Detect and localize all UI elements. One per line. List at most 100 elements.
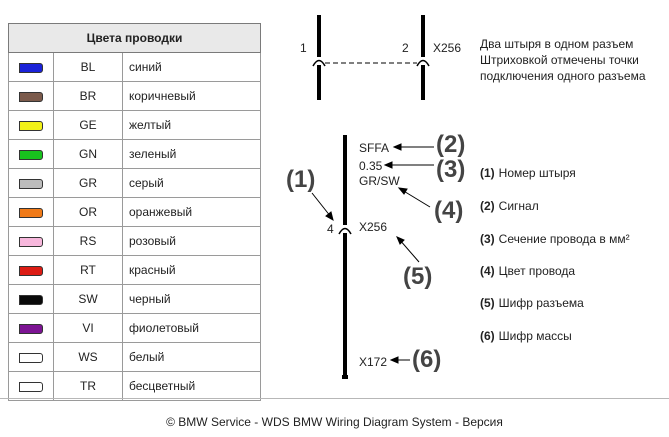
key-num-1: (1) [480, 166, 495, 180]
legend-color-name: розовый [122, 226, 261, 256]
wire-connector-label: X256 [359, 220, 387, 234]
legend-swatch-cell [8, 255, 54, 285]
ground-terminal [342, 375, 348, 379]
legend-code: RS [53, 226, 123, 256]
connector-note-2: Штриховкой отмечены точки [480, 53, 639, 67]
legend-code: BR [53, 81, 123, 111]
callout-2: (2) [436, 131, 465, 158]
pin-2-arc [416, 59, 430, 67]
legend-code: BL [53, 52, 123, 82]
connector-note-1: Два штыря в одном разъем [480, 37, 633, 51]
legend-color-name: черный [122, 284, 261, 314]
key-text-3: Сечение провода в мм² [499, 232, 630, 246]
key-item-4: (4) Цвет провода [480, 264, 575, 278]
wire-pin-arc [338, 227, 352, 235]
connector-note-3: подключения одного разъема [480, 69, 646, 83]
key-text-1: Номер штыря [499, 166, 576, 180]
callout-4: (4) [434, 197, 463, 224]
callout-3: (3) [436, 156, 465, 183]
wire-color-swatch-icon [19, 323, 43, 334]
diagram-key: (1) Номер штыря (2) Сигнал (3) Сечение пров… [480, 166, 630, 343]
wire-example: SFFA 0.35 GR/SW 4 X256 X172 (1) (2) (3) … [286, 131, 465, 379]
key-num-3: (3) [480, 232, 495, 246]
key-num-5: (5) [480, 296, 495, 310]
legend-code: SW [53, 284, 123, 314]
legend-swatch-cell [8, 284, 54, 314]
callout-1: (1) [286, 166, 315, 193]
key-item-6: (6) Шифр массы [480, 329, 572, 343]
legend-code: GE [53, 110, 123, 140]
legend-color-name: серый [122, 168, 261, 198]
legend-swatch-cell [8, 371, 54, 401]
connector-label: X256 [433, 41, 461, 55]
key-num-6: (6) [480, 329, 495, 343]
color-code-label: GR/SW [359, 174, 400, 188]
footer-divider [0, 398, 669, 399]
key-num-4: (4) [480, 264, 495, 278]
legend-color-name: желтый [122, 110, 261, 140]
pin-right-label: 2 [402, 41, 409, 55]
wire-color-swatch-icon [19, 178, 43, 189]
legend-color-name: белый [122, 342, 261, 372]
legend-swatch-cell [8, 197, 54, 227]
arrow-1 [311, 192, 332, 218]
key-text-5: Шифр разъема [499, 296, 584, 310]
arrow-5 [398, 238, 420, 263]
arrow-4 [401, 189, 431, 208]
connector-example: 1 2 X256 Два штыря в одном разъем Штрихо… [300, 15, 646, 100]
wire-color-swatch-icon [19, 352, 43, 363]
wire-color-swatch-icon [19, 381, 43, 392]
wire-color-swatch-icon [19, 236, 43, 247]
key-item-1: (1) Номер штыря [480, 166, 576, 180]
legend-color-name: фиолетовый [122, 313, 261, 343]
pin-number-label: 4 [327, 222, 334, 236]
wire-color-swatch-icon [19, 62, 43, 73]
legend-code: VI [53, 313, 123, 343]
legend-color-name: красный [122, 255, 261, 285]
wire-color-swatch-icon [19, 120, 43, 131]
arrowhead-3 [383, 161, 393, 169]
callout-6: (6) [412, 346, 441, 373]
callout-5: (5) [403, 263, 432, 290]
legend-color-name: оранжевый [122, 197, 261, 227]
legend-color-name: бесцветный [122, 371, 261, 401]
key-text-6: Шифр массы [499, 329, 572, 343]
ground-label: X172 [359, 355, 387, 369]
legend-code: GR [53, 168, 123, 198]
wire-color-swatch-icon [19, 294, 43, 305]
signal-label: SFFA [359, 141, 389, 155]
wire-color-swatch-icon [19, 149, 43, 160]
arrowhead-1 [325, 211, 334, 222]
wire-color-swatch-icon [19, 207, 43, 218]
key-item-2: (2) Сигнал [480, 199, 539, 213]
key-text-2: Сигнал [499, 199, 539, 213]
arrowhead-5 [396, 236, 405, 245]
pin-1-arc [312, 59, 326, 67]
wire-color-swatch-icon [19, 265, 43, 276]
key-num-2: (2) [480, 199, 495, 213]
arrowhead-6 [389, 356, 399, 364]
key-text-4: Цвет провода [499, 264, 576, 278]
legend-code: RT [53, 255, 123, 285]
pin-left-label: 1 [300, 41, 307, 55]
key-item-5: (5) Шифр разъема [480, 296, 584, 310]
legend-swatch-cell [8, 313, 54, 343]
wire-color-swatch-icon [19, 91, 43, 102]
legend-code: OR [53, 197, 123, 227]
arrowhead-2 [392, 143, 402, 151]
cross-section-label: 0.35 [359, 159, 383, 173]
footer-copyright: © BMW Service - WDS BMW Wiring Diagram S… [166, 415, 503, 429]
key-item-3: (3) Сечение провода в мм² [480, 232, 630, 246]
